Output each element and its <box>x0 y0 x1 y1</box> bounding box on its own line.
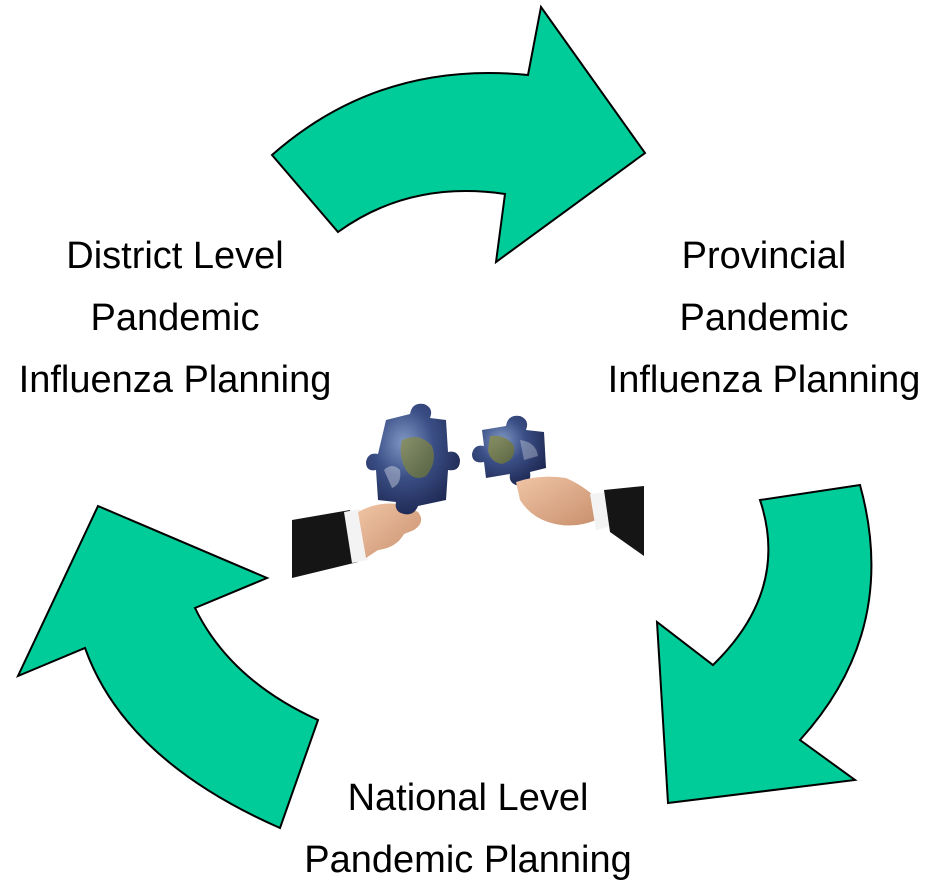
arrow-provincial-to-national <box>655 483 873 805</box>
node-district-line2: Pandemic <box>90 297 260 339</box>
node-provincial-line2: Pandemic <box>679 297 849 339</box>
arrow-national-to-district <box>15 504 320 830</box>
arrow-district-to-provincial <box>270 4 647 265</box>
node-district-line3: Influenza Planning <box>18 359 332 401</box>
node-district-level: District Level Pandemic Influenza Planni… <box>2 225 348 411</box>
node-provincial: Provincial Pandemic Influenza Planning <box>592 225 936 411</box>
hands-joining-earth-puzzle-pieces-icon <box>292 403 644 578</box>
node-national-level: National Level Pandemic Planning <box>290 767 646 891</box>
node-national-line1: National Level <box>347 777 589 819</box>
node-provincial-line3: Influenza Planning <box>607 359 921 401</box>
node-national-line2: Pandemic Planning <box>304 839 632 881</box>
node-provincial-line1: Provincial <box>681 235 847 277</box>
node-district-line1: District Level <box>66 235 284 277</box>
